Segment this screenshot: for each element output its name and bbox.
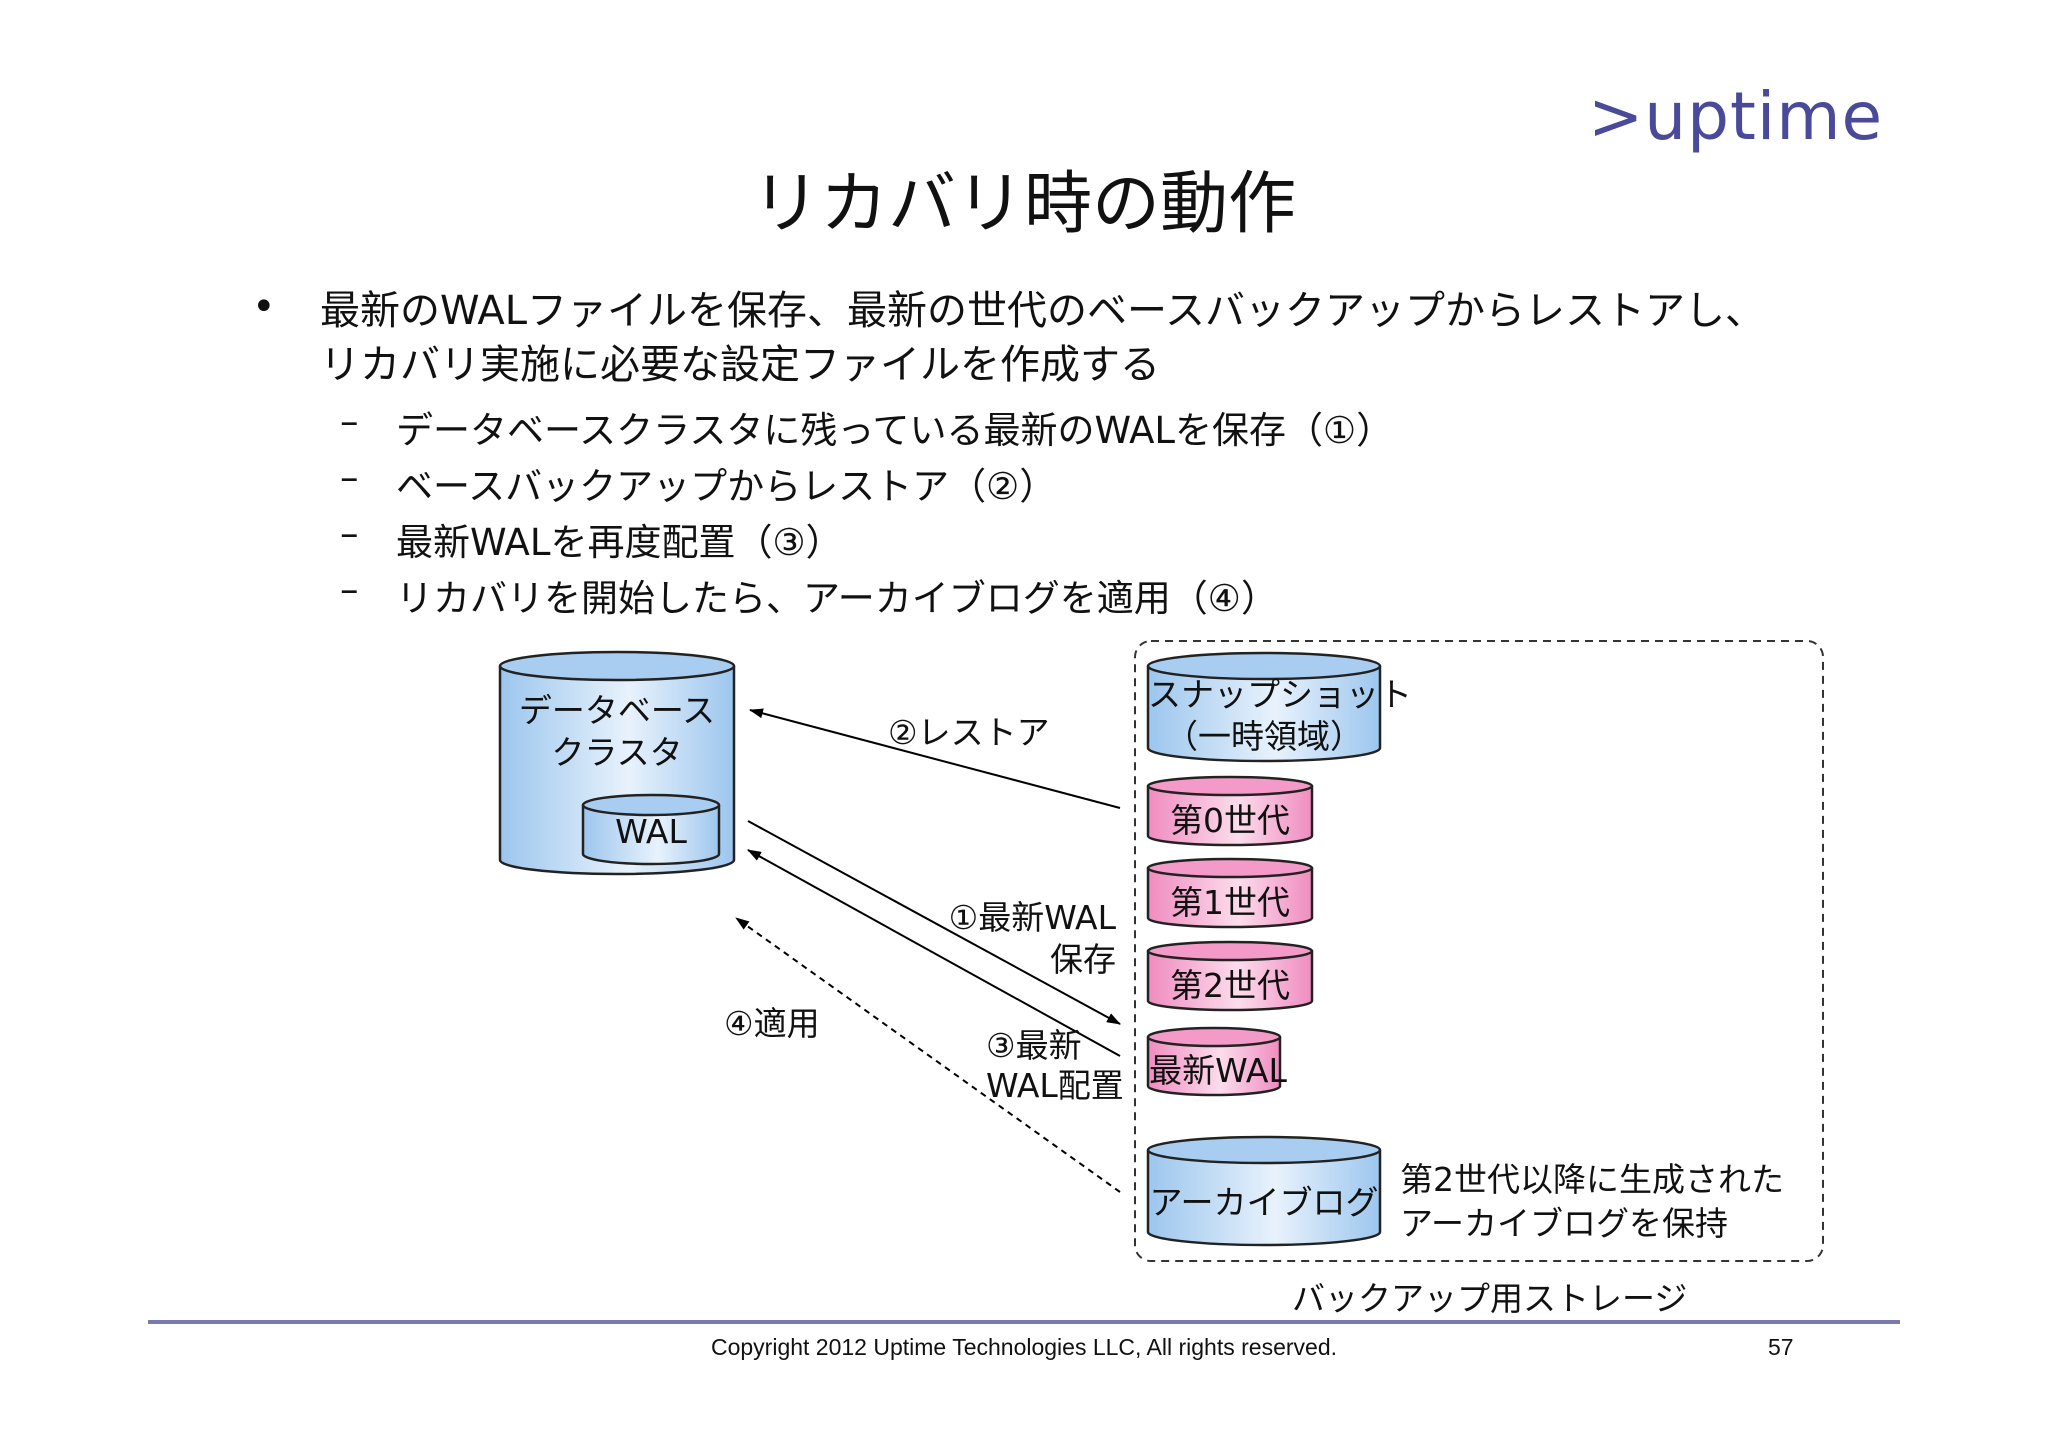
latest-wal-label: 最新WAL xyxy=(1149,1051,1287,1090)
latest-wal-cylinder xyxy=(1146,1026,1282,1097)
dash-marker: – xyxy=(340,400,359,443)
save-arrow-line2: 保存 xyxy=(1050,940,1116,979)
save-arrow-label: ①最新WAL 保存 xyxy=(940,897,1116,981)
sub-item-text: 最新WALを再度配置（③） xyxy=(396,521,843,564)
backup-storage-box xyxy=(1134,640,1824,1262)
place-arrow-label: ③最新 WAL配置 xyxy=(986,1026,1124,1106)
save-wal-arrow xyxy=(747,820,1121,1025)
gen1-label: 第1世代 xyxy=(1170,883,1290,922)
sub-item-text: ベースバックアップからレストア（②） xyxy=(396,465,1057,508)
snapshot-line1: スナップショット xyxy=(1148,675,1412,714)
apply-arrow xyxy=(735,917,1121,1193)
gen1-cylinder xyxy=(1146,857,1314,929)
db-cluster-line1: データベース xyxy=(518,691,716,730)
page-title: リカバリ時の動作 xyxy=(751,165,1296,244)
db-cluster-line2: クラスタ xyxy=(551,733,683,772)
snapshot-label: スナップショット （一時領域） xyxy=(1148,674,1412,758)
copyright-text: Copyright 2012 Uptime Technologies LLC, … xyxy=(710,1334,1338,1360)
footer-divider xyxy=(148,1320,1900,1324)
uptime-logo: >uptime xyxy=(1588,78,1884,155)
gen0-label: 第0世代 xyxy=(1170,801,1290,840)
archive-note-line1: 第2世代以降に生成された xyxy=(1400,1160,1784,1199)
wal-label: WAL xyxy=(615,812,687,851)
snapshot-cylinder xyxy=(1146,651,1382,763)
place-arrow-line1: ③最新 xyxy=(986,1026,1082,1065)
bullet-marker: • xyxy=(252,284,276,330)
gen2-cylinder xyxy=(1146,940,1314,1012)
db-cluster-label: データベース クラスタ xyxy=(500,690,734,774)
sub-item-text: データベースクラスタに残っている最新のWALを保存（①） xyxy=(396,409,1394,452)
place-wal-arrow xyxy=(747,849,1121,1057)
snapshot-line2: （一時領域） xyxy=(1165,717,1363,756)
main-bullet-text: 最新のWALファイルを保存、最新の世代のベースバックアップからレストアし、リカバ… xyxy=(320,288,1766,388)
save-arrow-line1: ①最新WAL xyxy=(948,898,1116,937)
restore-arrow-label: ②レストア xyxy=(888,713,1050,752)
dash-marker: – xyxy=(340,568,359,611)
sub-item-text: リカバリを開始したら、アーカイブログを適用（④） xyxy=(396,577,1278,620)
wal-cylinder xyxy=(581,793,721,866)
archive-note-line2: アーカイブログを保持 xyxy=(1400,1204,1729,1243)
page-number: 57 xyxy=(1768,1334,1794,1360)
backup-storage-label: バックアップ用ストレージ xyxy=(1292,1279,1688,1318)
restore-arrow xyxy=(749,708,1121,809)
archive-log-label: アーカイブログ xyxy=(1149,1183,1379,1222)
apply-arrow-label: ④適用 xyxy=(724,1004,820,1043)
dash-marker: – xyxy=(340,512,359,555)
archive-note: 第2世代以降に生成された アーカイブログを保持 xyxy=(1400,1158,1784,1246)
archive-log-cylinder xyxy=(1146,1135,1382,1247)
place-arrow-line2: WAL配置 xyxy=(986,1066,1124,1105)
gen2-label: 第2世代 xyxy=(1170,966,1290,1005)
gen0-cylinder xyxy=(1146,775,1314,847)
dash-marker: – xyxy=(340,456,359,499)
